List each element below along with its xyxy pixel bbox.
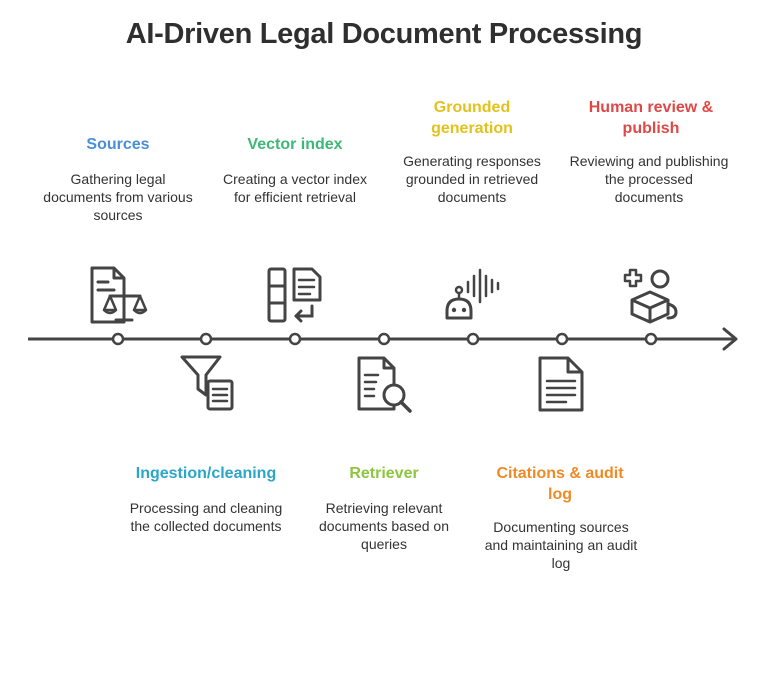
step-title-human-review: Human review & publish — [588, 99, 714, 137]
step-desc-ingestion: Processing and cleaning the collected do… — [129, 500, 283, 534]
timeline-arrow-icon — [722, 327, 738, 351]
timeline-node — [555, 332, 569, 346]
timeline-node — [288, 332, 302, 346]
document-scales-icon — [90, 266, 148, 324]
index-document-icon — [267, 267, 322, 323]
step-desc-vector-index: Creating a vector index for efficient re… — [223, 171, 367, 205]
step-desc-sources: Gathering legal documents from various s… — [43, 171, 193, 223]
step-title-vector-index: Vector index — [247, 136, 343, 153]
step-title-ingestion: Ingestion/cleaning — [135, 465, 277, 482]
review-package-icon — [623, 268, 678, 324]
page-title: AI-Driven Legal Document Processing — [125, 18, 643, 50]
robot-voice-icon — [445, 268, 500, 320]
timeline-node — [466, 332, 480, 346]
timeline-node — [111, 332, 125, 346]
step-desc-retriever: Retrieving relevant documents based on q… — [319, 500, 449, 552]
timeline-node — [644, 332, 658, 346]
step-desc-citations: Documenting sources and maintaining an a… — [484, 519, 638, 571]
step-title-sources: Sources — [86, 136, 150, 153]
step-title-citations: Citations & audit log — [496, 465, 624, 503]
step-title-grounded-generation: Grounded generation — [431, 99, 513, 137]
filter-document-icon — [180, 355, 234, 411]
timeline-node — [377, 332, 391, 346]
step-title-retriever: Retriever — [349, 465, 419, 482]
step-desc-human-review: Reviewing and publishing the processed d… — [569, 153, 729, 205]
step-desc-grounded-generation: Generating responses grounded in retriev… — [403, 153, 541, 205]
document-search-icon — [357, 356, 412, 413]
timeline-node — [199, 332, 213, 346]
document-icon — [538, 356, 584, 412]
